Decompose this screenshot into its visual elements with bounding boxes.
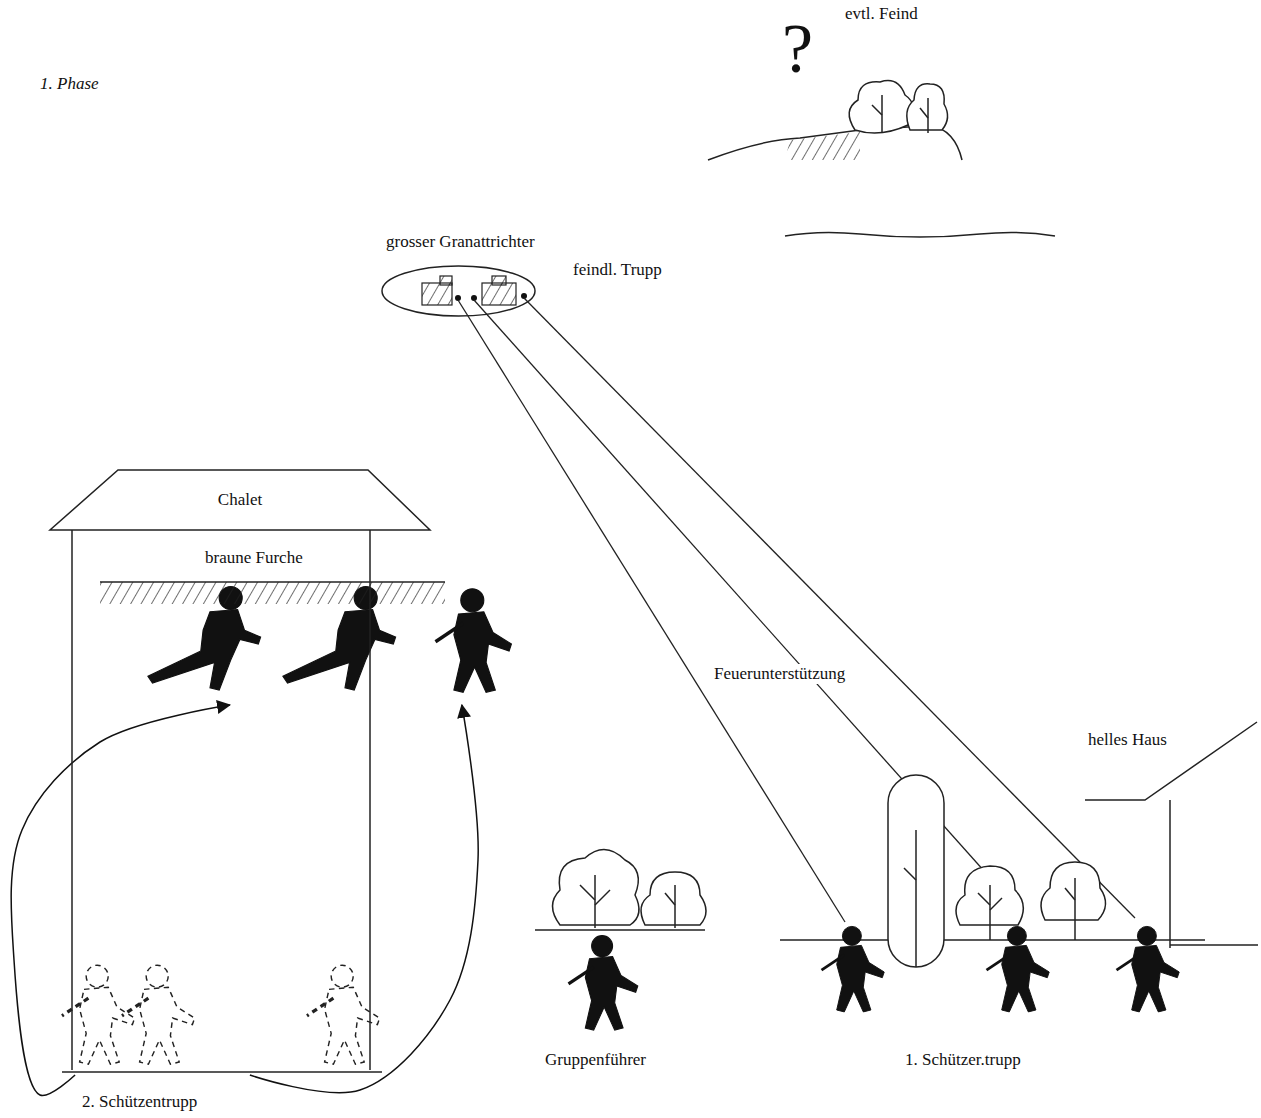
- node-text: feindl. Trupp: [573, 260, 662, 280]
- question-mark: ?: [782, 14, 813, 84]
- node-outline: [100, 548, 470, 705]
- phase-title: 1. Phase: [40, 74, 99, 94]
- node-outline: [50, 470, 430, 1075]
- fire-support-label: Feuerunterstützung: [712, 664, 847, 684]
- node-text: grosser Granattrichter: [386, 232, 535, 252]
- movement-arrow: [11, 705, 230, 1095]
- crater-ellipse: grosser Granattrichterfeindl. Trupp: [382, 266, 535, 316]
- node-text: braune Furche: [205, 548, 303, 568]
- squad-label: 1. Schützer.trupp: [905, 1050, 1021, 1070]
- node-outline: [382, 266, 535, 316]
- leader-label: Gruppenführer: [545, 1050, 646, 1070]
- chalet-house: Chalet: [50, 470, 430, 1075]
- furrow-band: braune Furche: [100, 548, 470, 705]
- squad-label: 2. Schützentrupp: [80, 1092, 199, 1112]
- enemy-label: evtl. Feind: [845, 4, 918, 24]
- movement-arrow: [250, 705, 478, 1093]
- node-text: Chalet: [50, 490, 430, 510]
- house-label: helles Haus: [1088, 730, 1167, 750]
